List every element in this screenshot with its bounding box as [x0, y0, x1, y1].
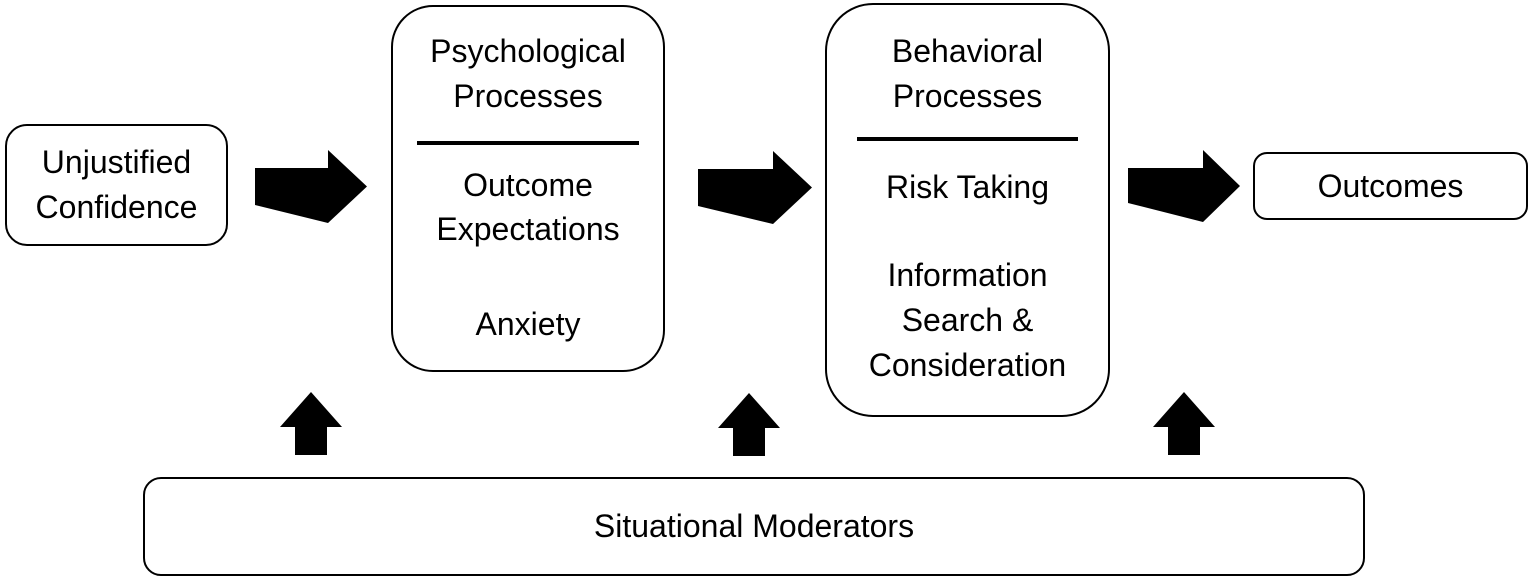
outcomes-box: Outcomes [1253, 152, 1528, 220]
outcome-expectations-item: Outcome Expectations [436, 166, 620, 248]
divider-line [857, 136, 1078, 141]
behavioral-processes-box: Behavioral Processes Risk Taking Informa… [825, 3, 1110, 417]
psychological-processes-title: Psychological Processes [430, 33, 626, 114]
behavioral-processes-title: Behavioral Processes [891, 33, 1044, 114]
unjustified-confidence-box: Unjustified Confidence [5, 124, 228, 246]
unjustified-confidence-label: Unjustified Confidence [35, 144, 198, 225]
outcomes-label: Outcomes [1317, 167, 1464, 204]
up-arrow-icon [280, 392, 342, 455]
situational-moderators-label: Situational Moderators [593, 508, 915, 545]
information-search-item: Information Search & Consideration [868, 257, 1067, 383]
up-arrow-icon [1153, 392, 1215, 455]
right-arrow-icon [1128, 150, 1240, 222]
anxiety-item: Anxiety [475, 306, 581, 343]
situational-moderators-box: Situational Moderators [143, 477, 1365, 576]
risk-taking-item: Risk Taking [885, 168, 1050, 205]
psychological-processes-box: Psychological Processes Outcome Expectat… [391, 5, 665, 372]
up-arrow-icon [718, 393, 780, 456]
divider-line [417, 140, 639, 145]
right-arrow-icon [255, 150, 367, 223]
right-arrow-icon [698, 151, 812, 224]
